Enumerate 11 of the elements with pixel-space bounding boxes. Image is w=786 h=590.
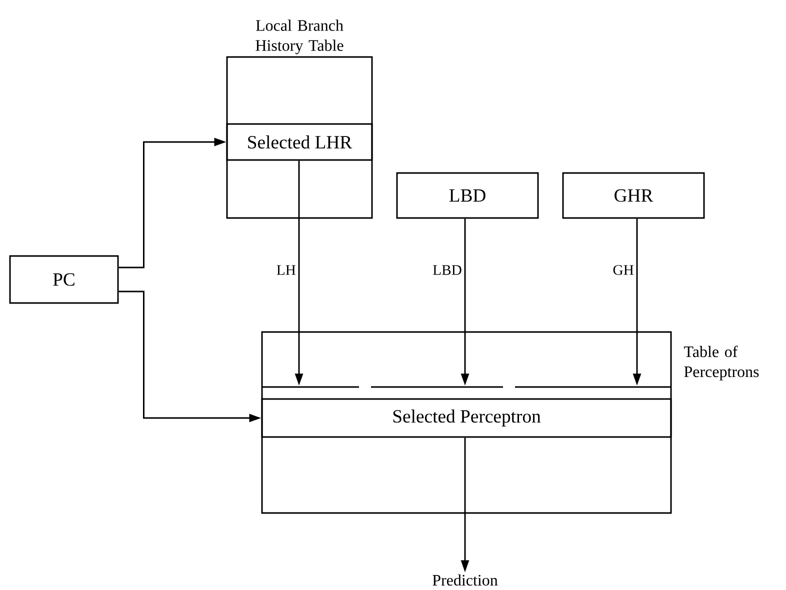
- table-row: Selected Perceptron: [261, 398, 672, 438]
- edge-label: GH: [613, 265, 634, 275]
- process-box: LBD: [396, 172, 539, 219]
- node-label: Local Branch History Table: [256, 20, 344, 54]
- edge-label: LH: [276, 265, 296, 275]
- edge-label: LBD: [433, 265, 462, 275]
- process-box: PC: [9, 255, 119, 304]
- output-text: Prediction: [432, 574, 498, 586]
- node-label: Table of Perceptrons: [684, 346, 759, 380]
- process-box: GHR: [562, 172, 705, 219]
- table-row: Selected LHR: [226, 123, 373, 161]
